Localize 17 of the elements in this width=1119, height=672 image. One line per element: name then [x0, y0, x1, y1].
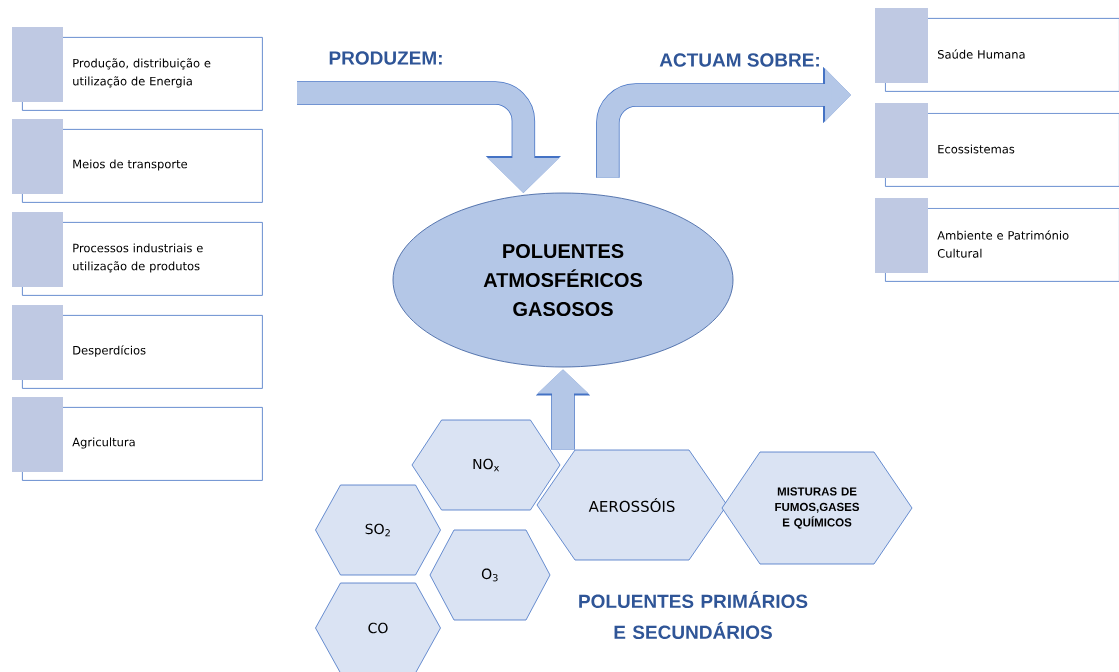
- arrow-label: PRODUZEM:: [329, 51, 442, 65]
- hexagon: MISTURAS DE FUMOS,GASES E QUÍMICOS: [721, 451, 913, 565]
- list-item-box: Agricultura: [12, 397, 263, 481]
- list-item-box: Meios de transporte: [12, 119, 263, 203]
- hexagon: AEROSSÓIS: [536, 449, 728, 561]
- list-item-box: Desperdícios: [12, 305, 263, 389]
- hexagon: O$_{3}$: [429, 529, 551, 621]
- list-item-box: Ambiente e Património Cultural: [875, 198, 1119, 282]
- list-item-box: Processos industriais e utilização de produtos: [12, 212, 263, 296]
- hexagon: SO$_{2}$: [315, 484, 441, 576]
- hexagon: NO$_{x}$: [411, 419, 561, 511]
- group-caption: POLUENTES PRIMÁRIOS E SECUNDÁRIOS: [579, 591, 808, 639]
- list-item-box: Saúde Humana: [875, 8, 1119, 92]
- list-item-box: Produção, distribuição e utilização de Energia: [12, 27, 263, 111]
- hexagon: CO: [315, 582, 441, 672]
- list-item-box: Ecossistemas: [875, 103, 1119, 187]
- arrow-label: ACTUAM SOBRE:: [659, 53, 819, 67]
